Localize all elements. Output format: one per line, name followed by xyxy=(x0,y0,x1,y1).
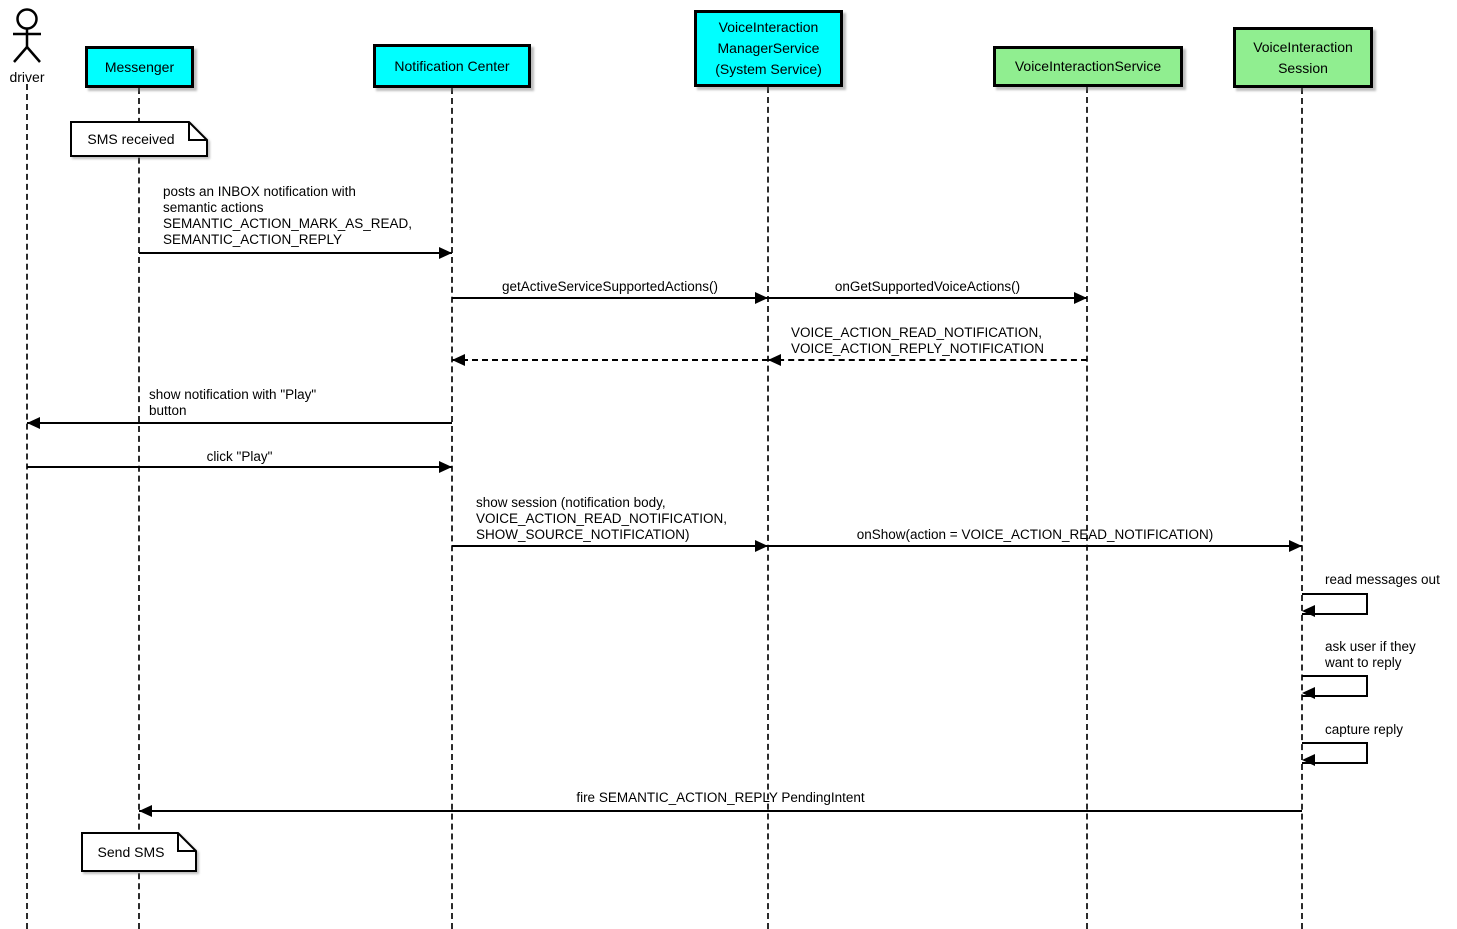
message-arrow-on-show xyxy=(768,545,1302,547)
self-message-arrow-capture-reply xyxy=(1302,742,1368,764)
arrowhead-icon xyxy=(768,354,781,366)
message-label-posts-inbox-notification: posts an INBOX notification with semanti… xyxy=(163,184,413,247)
lifeline-voiceinteraction-session xyxy=(1301,88,1303,929)
participant-messenger: Messenger xyxy=(85,46,194,88)
arrowhead-icon xyxy=(452,354,465,366)
note-sms-received: SMS received xyxy=(70,121,208,157)
note-shape-icon xyxy=(81,832,197,872)
message-label-on-show: onShow(action = VOICE_ACTION_READ_NOTIFI… xyxy=(856,527,1214,542)
actor-driver: driver xyxy=(0,5,54,85)
message-label-fire-semantic-action-reply: fire SEMANTIC_ACTION_REPLY PendingIntent xyxy=(576,790,865,805)
note-text: Send SMS xyxy=(97,844,165,860)
actor-icon xyxy=(13,8,41,63)
self-message-arrow-ask-user-reply xyxy=(1302,675,1368,697)
message-arrow-show-notification-play xyxy=(27,422,452,424)
arrowhead-icon xyxy=(1302,754,1315,766)
message-arrow-on-get-supported-voice-actions xyxy=(768,297,1087,299)
message-arrow-get-active-service-supported-actions xyxy=(452,297,768,299)
note-text: SMS received xyxy=(87,131,175,147)
return-arrow-managerservice-to-notification-center xyxy=(452,359,768,361)
lifeline-notification-center xyxy=(451,88,453,929)
note-shape-icon xyxy=(70,121,208,157)
participant-voiceinteraction-managerservice: VoiceInteraction ManagerService (System … xyxy=(694,10,843,87)
message-arrow-posts-inbox-notification xyxy=(139,252,452,254)
lifeline-messenger xyxy=(138,88,140,929)
participant-notification-center: Notification Center xyxy=(373,44,531,88)
arrowhead-icon xyxy=(755,292,768,304)
message-label-ask-user-reply: ask user if they want to reply xyxy=(1325,639,1416,670)
note-send-sms: Send SMS xyxy=(81,832,197,872)
message-arrow-fire-semantic-action-reply xyxy=(139,810,1302,812)
participant-voiceinteraction-session: VoiceInteraction Session xyxy=(1233,27,1373,88)
lifeline-driver xyxy=(26,84,28,929)
arrowhead-icon xyxy=(439,461,452,473)
message-arrow-click-play xyxy=(27,466,452,468)
message-label-show-session: show session (notification body, VOICE_A… xyxy=(476,495,728,542)
arrowhead-icon xyxy=(1289,540,1302,552)
arrowhead-icon xyxy=(439,247,452,259)
return-arrow-vis-to-managerservice xyxy=(768,359,1087,361)
arrowhead-icon xyxy=(1074,292,1087,304)
self-message-arrow-read-messages-out xyxy=(1302,593,1368,615)
actor-label: driver xyxy=(9,69,45,85)
message-label-show-notification-play: show notification with "Play" button xyxy=(149,387,317,418)
lifeline-voiceinteractionservice xyxy=(1086,87,1088,929)
arrowhead-icon xyxy=(27,417,40,429)
message-arrow-show-session xyxy=(452,545,768,547)
message-label-voice-action-return: VOICE_ACTION_READ_NOTIFICATION, VOICE_AC… xyxy=(791,325,1045,356)
arrowhead-icon xyxy=(139,805,152,817)
arrowhead-icon xyxy=(1302,687,1315,699)
message-label-on-get-supported-voice-actions: onGetSupportedVoiceActions() xyxy=(834,279,1021,294)
message-label-capture-reply: capture reply xyxy=(1325,722,1404,737)
arrowhead-icon xyxy=(755,540,768,552)
arrowhead-icon xyxy=(1302,605,1315,617)
participant-voiceinteractionservice: VoiceInteractionService xyxy=(993,46,1183,87)
lifeline-voiceinteraction-managerservice xyxy=(767,87,769,929)
message-label-read-messages-out: read messages out xyxy=(1325,572,1440,587)
message-label-click-play: click "Play" xyxy=(206,449,273,464)
message-label-get-active-service-supported-actions: getActiveServiceSupportedActions() xyxy=(501,279,719,294)
